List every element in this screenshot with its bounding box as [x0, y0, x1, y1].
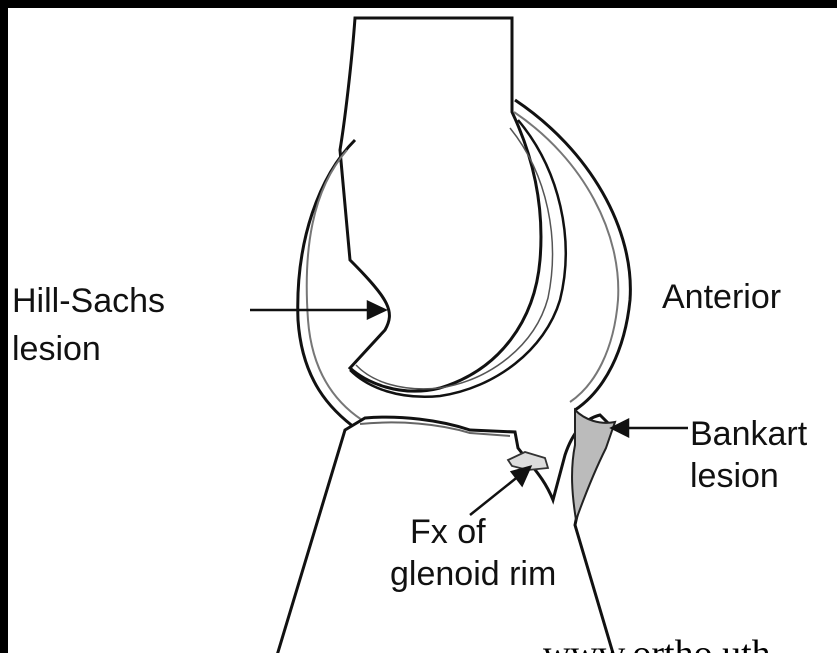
hill-sachs-arrow	[250, 302, 385, 318]
hill-sachs-label-line2: lesion	[12, 330, 101, 368]
hill-sachs-label: Hill-Sachs	[12, 282, 165, 320]
humerus	[340, 18, 541, 391]
bankart-label: Bankart	[690, 415, 808, 453]
anterior-label: Anterior	[662, 278, 781, 316]
watermark: www.ortho.uth	[543, 633, 771, 653]
fx-label-line2: glenoid rim	[390, 555, 556, 593]
fx-label: Fx of	[410, 513, 486, 551]
bankart-lesion-labrum	[572, 410, 615, 520]
bankart-arrow	[612, 420, 688, 436]
bankart-label-line2: lesion	[690, 457, 779, 495]
